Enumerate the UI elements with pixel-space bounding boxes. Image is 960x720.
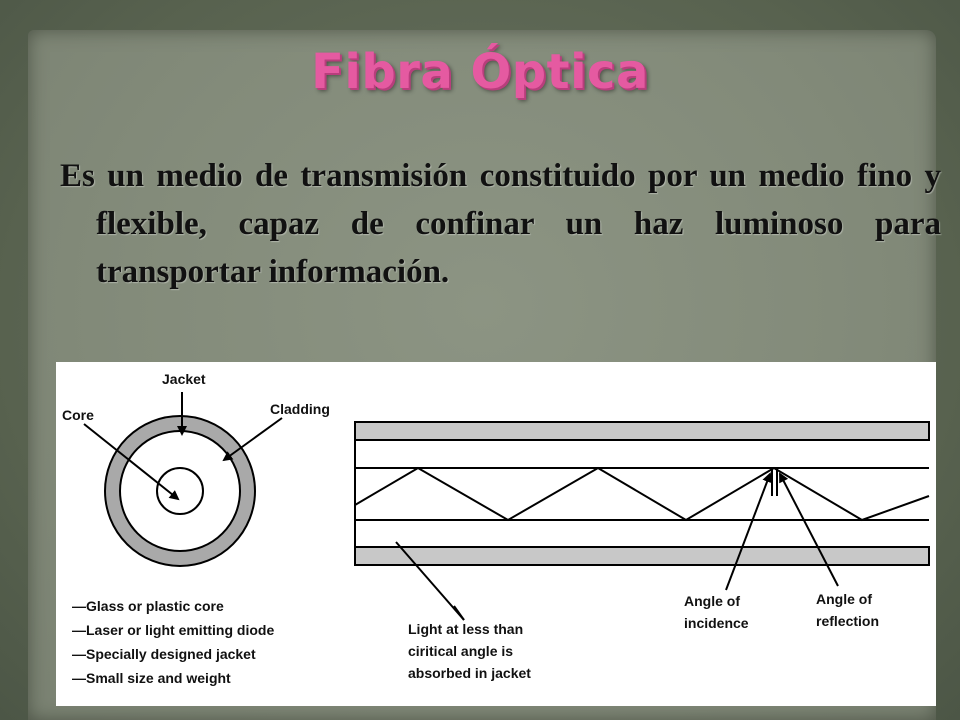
incidence-label-line-2: incidence: [684, 615, 749, 631]
cladding-arrow: [222, 417, 283, 462]
jacket-top: [354, 421, 930, 441]
light-label-line-3: absorbed in jacket: [408, 665, 531, 681]
absorbed-ray-tip: [453, 605, 465, 621]
reflection-arrow: [779, 472, 839, 587]
cross-section: [83, 392, 283, 567]
slide-paragraph: Es un medio de transmisión constituido p…: [60, 158, 941, 290]
fiber-optic-diagram: Jacket Core Cladding Light at less than …: [56, 362, 936, 706]
jacket-bottom: [354, 546, 930, 566]
legend-item: —Laser or light emitting diode: [72, 622, 275, 638]
reflection-label-line-1: Angle of: [816, 591, 872, 607]
absorbed-ray: [395, 541, 465, 621]
light-label-line-1: Light at less than: [408, 621, 524, 637]
light-label-line-2: ciritical angle is: [408, 643, 514, 659]
slide-title: Fibra Óptica: [311, 44, 649, 100]
light-ray: [354, 466, 930, 522]
jacket-label: Jacket: [162, 371, 206, 387]
legend-item: —Small size and weight: [72, 670, 231, 686]
legend-item: —Specially designed jacket: [72, 646, 256, 662]
legend-item: —Glass or plastic core: [72, 598, 224, 614]
core-label: Core: [62, 407, 94, 423]
reflection-label-line-2: reflection: [816, 613, 880, 629]
diagram-drawing: [83, 392, 930, 621]
incidence-arrow: [725, 472, 772, 591]
longitudinal-view: [354, 421, 930, 621]
incidence-label-line-1: Angle of: [684, 593, 740, 609]
cladding-label: Cladding: [270, 401, 330, 417]
core-arrow: [83, 423, 180, 501]
core-circle: [156, 467, 204, 515]
